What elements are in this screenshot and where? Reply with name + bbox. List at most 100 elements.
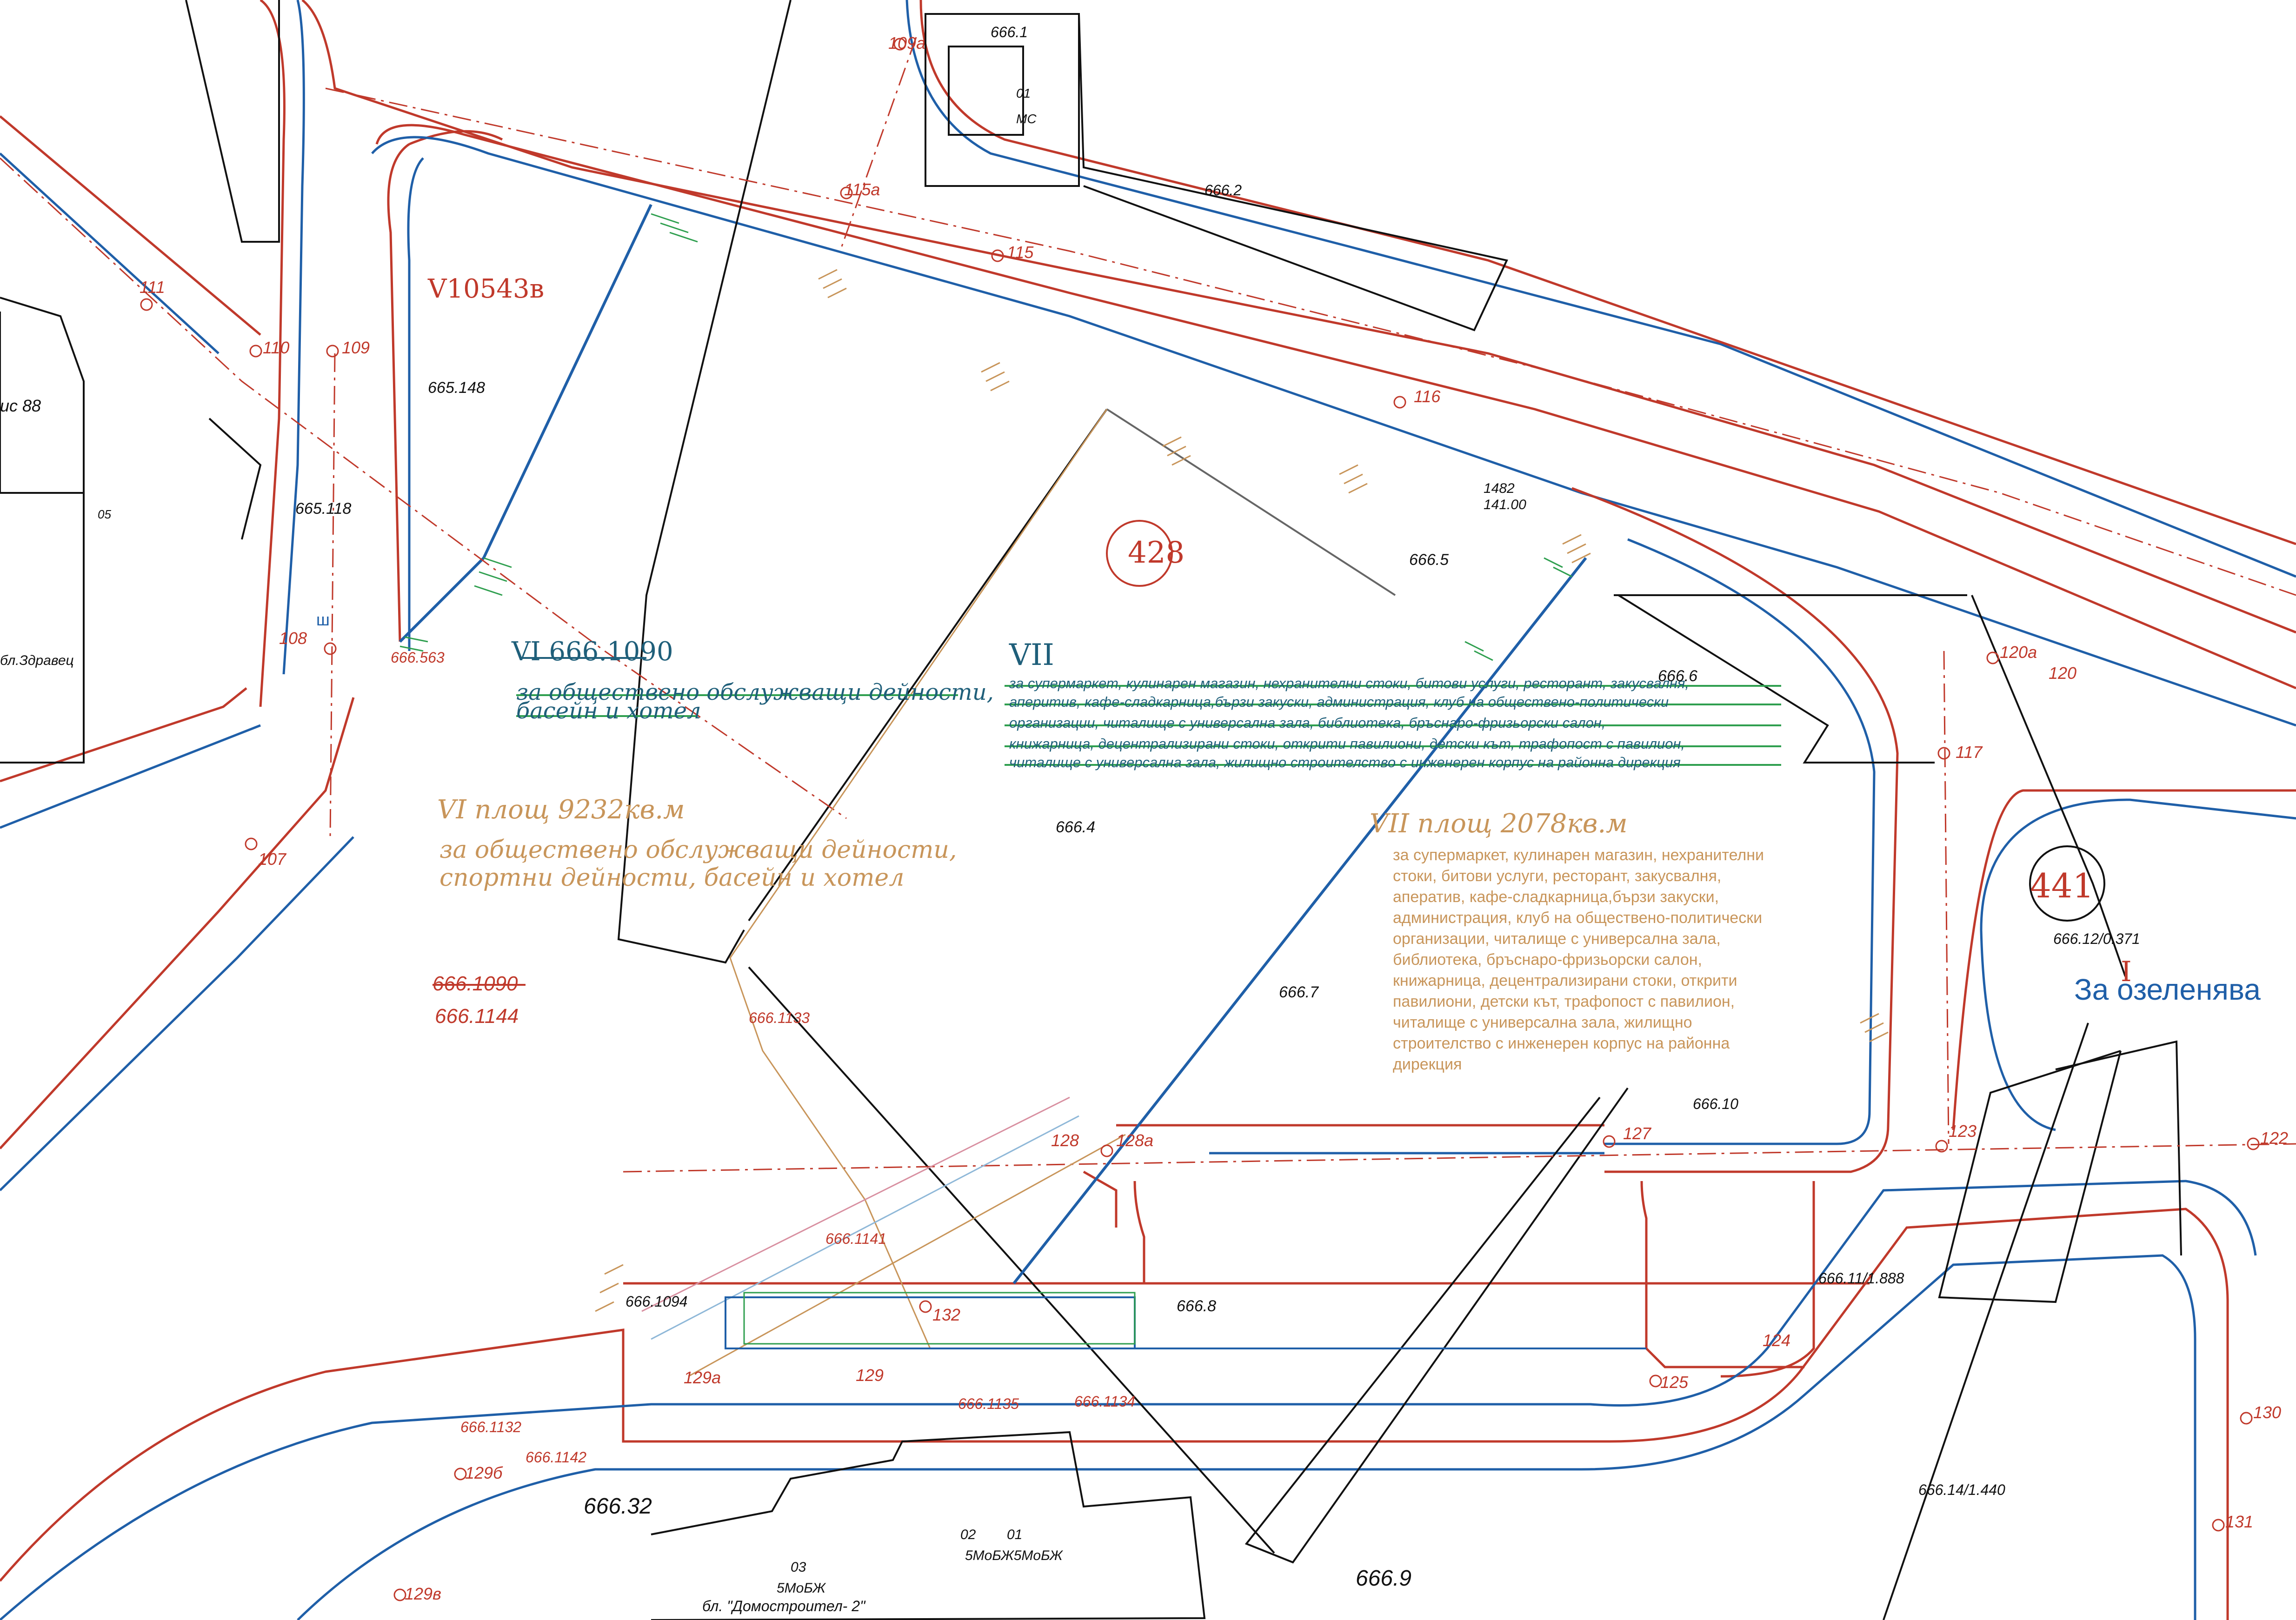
parcel-665-148: 665.148 <box>428 379 485 397</box>
hatch-7 <box>595 1264 624 1312</box>
parcel-boundary-lower-cross <box>1244 1087 1629 1564</box>
label-vi-new-purpose-2: спортни дейности, басейн и хотел <box>439 864 904 892</box>
parcel-boundary-far-right <box>1971 595 2126 977</box>
hatch-5 <box>1562 534 1591 564</box>
parcel-666-1094: 666.1094 <box>626 1293 687 1310</box>
pt-129b: 129б <box>465 1463 503 1482</box>
parcel-666-1132: 666.1132 <box>460 1419 521 1435</box>
building-ms <box>948 46 1024 136</box>
building-02: 02 <box>960 1527 976 1542</box>
hatch-1 <box>818 269 847 299</box>
parcel-666-563: 666.563 <box>391 649 445 666</box>
pt-132-marker <box>919 1300 932 1313</box>
road-bottom-red <box>0 1208 2229 1620</box>
pt-111-marker <box>140 298 153 311</box>
building-ic88: ис 88 <box>0 396 41 415</box>
label-v10543b: V10543в <box>427 274 544 304</box>
hatch-marks <box>595 269 1889 1312</box>
hatch-green-5 <box>1464 641 1493 661</box>
vii-new-line-1: за супермаркет, кулинарен магазин, нехра… <box>1393 846 1764 864</box>
pt-125: 125 <box>1660 1373 1689 1392</box>
parcel-boundary-diagonal <box>748 408 1108 922</box>
pt-122-marker <box>2247 1137 2260 1150</box>
axis-right-vertical <box>1943 651 1950 1144</box>
building-5mobzh: 5МоБЖ <box>777 1580 826 1596</box>
pt-115a: 115a <box>844 180 880 199</box>
pt-129a: 129a <box>684 1368 721 1387</box>
axis-vertical <box>329 353 336 837</box>
road-bottom-blue-inner <box>297 1254 2196 1620</box>
road-circle-red <box>1952 789 2296 1130</box>
pt-111: 111 <box>140 278 165 297</box>
label-vi-old-purpose-1: за обществено обслужващи дейности, <box>516 679 994 705</box>
road-line-left-lower-red <box>0 687 247 783</box>
vii-old-line-5: читалище с универсална зала, жилищно стр… <box>1009 754 1681 770</box>
vii-old-purpose-block: за супермаркет, кулинарен магазин, нехра… <box>1009 675 1689 770</box>
pt-132: 132 <box>932 1305 960 1324</box>
pt-108-marker <box>324 642 337 655</box>
vii-new-purpose-block: за супермаркет, кулинарен магазин, нехра… <box>1393 846 1764 1073</box>
pt-109a: 109a <box>888 33 925 53</box>
pt-130-marker <box>2240 1412 2253 1425</box>
road-bottom-blue <box>0 1180 2257 1620</box>
pt-109a-marker <box>893 38 906 51</box>
road-vii-curve-red <box>1571 487 1899 1173</box>
pt-131-marker <box>2212 1519 2225 1532</box>
pt-107-marker <box>245 837 258 850</box>
pt-128a-marker <box>1100 1144 1113 1157</box>
plot-line-lower <box>688 1134 1126 1377</box>
parcel-boundaries <box>0 0 2182 1620</box>
vii-old-line-4: книжарница, децентрализирани стоки, откр… <box>1009 736 1685 752</box>
building-ms-label: МС <box>1016 112 1037 126</box>
label-block-428: 428 <box>1128 536 1185 570</box>
vii-new-line-9: читалище с универсална зала, жилищно <box>1393 1014 1692 1031</box>
road-vertical-red-1 <box>259 0 286 707</box>
pt-127: 127 <box>1623 1124 1652 1143</box>
vii-new-line-2: стоки, битови услуги, ресторант, закусва… <box>1393 867 1721 885</box>
label-i: I <box>2121 956 2132 988</box>
parking-box <box>725 1292 1646 1349</box>
parcel-666-1: 666.1 <box>991 24 1028 40</box>
upi-boundary-diagonal <box>1012 557 1587 1284</box>
road-vii-curve-blue <box>1604 538 1876 1145</box>
hatch-2 <box>981 362 1010 392</box>
label-1482: 1482 <box>1484 481 1515 496</box>
plot-line-diagonal <box>729 409 1108 1349</box>
parcel-666-7: 666.7 <box>1279 983 1319 1001</box>
parcel-666-1141: 666.1141 <box>825 1230 886 1247</box>
pt-124: 124 <box>1763 1331 1790 1350</box>
pt-117-marker <box>1937 747 1950 760</box>
label-vi-old: VI 666.1090 <box>511 637 673 667</box>
pt-110: 110 <box>263 338 289 357</box>
pt-122: 122 <box>2260 1129 2288 1148</box>
hatch-6 <box>1860 1013 1889 1042</box>
parcel-666-14: 666.14/1.440 <box>1918 1481 2005 1498</box>
parcel-boundary-right-lower-2 <box>2055 1040 2182 1256</box>
pt-120a-marker <box>1986 651 1999 664</box>
pt-109-marker <box>326 345 339 358</box>
parcel-top-left-strip <box>185 0 280 243</box>
axis-top <box>841 37 917 247</box>
block-441-circle <box>2029 845 2105 922</box>
vii-new-line-4: администрация, клуб на обществено-полити… <box>1393 909 1762 927</box>
label-vi-new: VI площ 9232кв.м <box>437 795 685 825</box>
plot-line-lower-pink <box>641 1096 1070 1312</box>
axis-bottom <box>623 1143 2296 1173</box>
parcel-left-building-ic88 <box>0 297 85 493</box>
strike-vi-purpose <box>516 694 958 717</box>
vii-new-line-3: аператив, кафе-сладкарница,бързи закуски… <box>1393 888 1719 906</box>
road-main-blue-bottom <box>371 136 2296 727</box>
hatch-green-2 <box>474 557 512 596</box>
road-line-left-diag-red <box>0 697 355 1149</box>
axis-lines <box>0 37 2296 1173</box>
label-greening: За озеленява <box>2074 973 2261 1006</box>
pt-109: 109 <box>342 338 370 357</box>
road-line-left-upper-red <box>0 115 261 336</box>
plot-line-lower-blue <box>651 1115 1079 1340</box>
hatch-4 <box>1339 464 1368 494</box>
pt-120: 120 <box>2049 664 2076 683</box>
pt-116: 116 <box>1414 387 1441 406</box>
building-5mobzh-double: 5МоБЖ5МоБЖ <box>965 1548 1063 1563</box>
pt-129b-marker <box>454 1467 467 1481</box>
building-domostroitel <box>651 1431 1206 1620</box>
